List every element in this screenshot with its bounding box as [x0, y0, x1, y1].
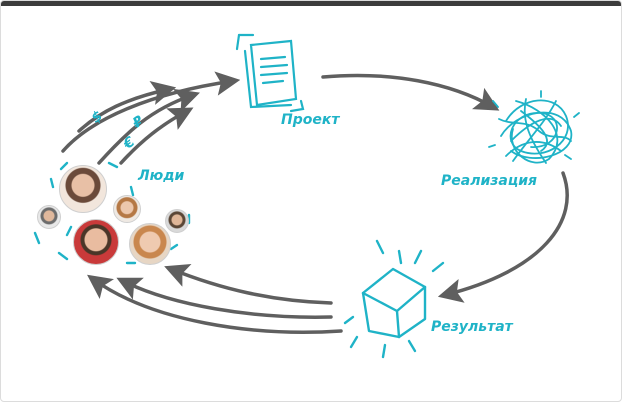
- avatar-man-small: [165, 209, 189, 233]
- avatar-man-glasses: [37, 205, 61, 229]
- arrow-result-to-people-3: [87, 274, 343, 334]
- arrow-people-to-project-3: [97, 88, 200, 165]
- label-people: Люди: [138, 168, 185, 184]
- label-result: Результат: [431, 319, 513, 335]
- avatar-woman-large: [59, 165, 107, 213]
- arrow-realization-to-result: [437, 171, 569, 303]
- arrow-people-to-project-1: [61, 71, 241, 153]
- top-bar: [1, 1, 621, 6]
- arrow-result-to-people-1: [164, 263, 333, 305]
- label-project: Проект: [281, 112, 340, 128]
- arrow-result-to-people-2: [116, 277, 333, 319]
- avatar-woman-blonde: [129, 223, 171, 265]
- box-icon: [343, 239, 445, 359]
- arrow-people-to-project-2: [77, 80, 177, 133]
- document-icon: [235, 33, 305, 113]
- tangle-icon: [488, 90, 580, 164]
- dollar-symbol: $: [89, 108, 106, 127]
- avatar-woman-small: [113, 195, 141, 223]
- arrow-project-to-realization: [321, 73, 500, 111]
- label-realization: Реализация: [441, 173, 538, 189]
- arrow-people-to-project-4: [119, 107, 194, 165]
- avatar-man-large: [73, 219, 119, 265]
- people-ring: [33, 161, 191, 265]
